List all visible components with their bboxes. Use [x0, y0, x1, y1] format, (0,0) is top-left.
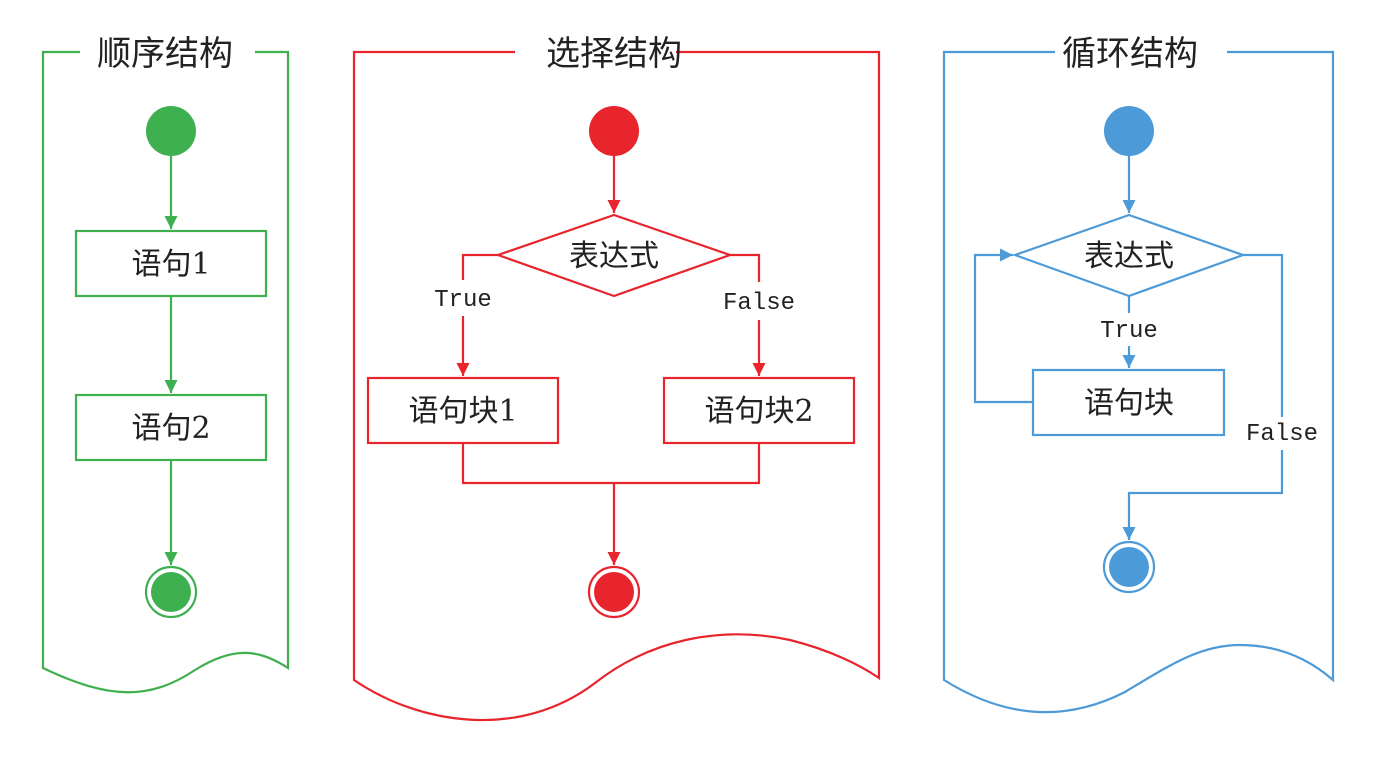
end-node	[594, 572, 634, 612]
start-node	[1104, 106, 1154, 156]
panel-selection: 选择结构 表达式 True False 语句块1 语句块2	[352, 34, 881, 722]
condition-diamond	[494, 213, 734, 298]
flow-arrow	[1122, 450, 1284, 540]
block-label: 语句块1	[408, 394, 517, 429]
merge-line	[461, 443, 761, 485]
panel-loop: 循环结构 表达式 True 语句块 False	[942, 34, 1335, 714]
statement-label: 语句1	[131, 247, 210, 282]
block-label: 语句块2	[704, 394, 813, 429]
loop-back-arrow	[973, 248, 1033, 404]
true-label: True	[1100, 318, 1158, 345]
false-label: False	[1246, 421, 1318, 448]
statement-label: 语句2	[131, 411, 210, 446]
start-node	[146, 106, 196, 156]
panel-title: 循环结构	[1062, 34, 1198, 74]
end-node-ring	[1102, 540, 1156, 594]
panel-title: 顺序结构	[97, 34, 233, 74]
end-node	[1109, 547, 1149, 587]
false-branch-line	[1243, 253, 1284, 417]
true-label: True	[434, 287, 492, 314]
panel-frame	[352, 50, 881, 722]
start-node	[589, 106, 639, 156]
condition-label: 表达式	[1084, 239, 1174, 274]
condition-label: 表达式	[569, 239, 659, 274]
end-node-ring	[587, 565, 641, 619]
end-node	[151, 572, 191, 612]
panel-sequence: 顺序结构 语句1 语句2	[41, 34, 290, 694]
true-branch-line	[461, 253, 498, 280]
block-label: 语句块	[1084, 386, 1174, 421]
false-branch-line	[730, 253, 761, 282]
panel-frame	[942, 50, 1335, 714]
panel-title: 选择结构	[546, 34, 682, 74]
panel-frame	[41, 50, 290, 694]
end-node-ring	[144, 565, 198, 619]
false-label: False	[723, 290, 795, 317]
